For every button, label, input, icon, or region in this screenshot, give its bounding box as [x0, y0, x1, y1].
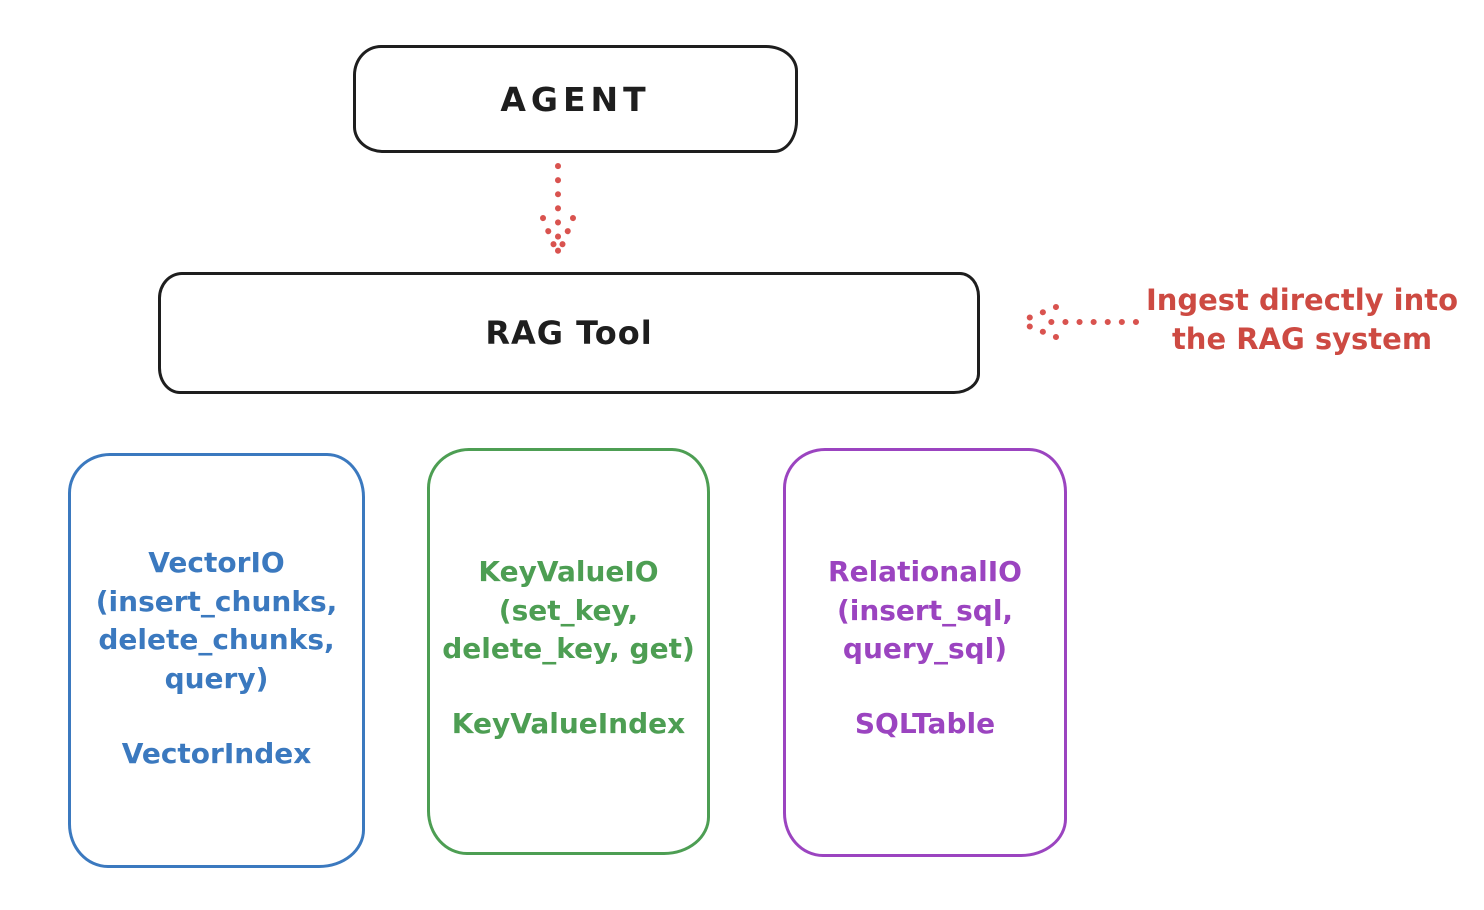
sql-table-label: SQLTable [854, 706, 996, 740]
vector-io-line: VectorIO [148, 546, 285, 579]
agent-box: AGENT [353, 45, 798, 153]
rag-tool-box: RAG Tool [158, 272, 980, 394]
rag-tool-label: RAG Tool [485, 314, 653, 352]
vector-index-label: VectorIndex [121, 736, 312, 770]
ingest-annotation: Ingest directly into the RAG system [1142, 281, 1462, 359]
ingest-annotation-line1: Ingest directly into [1145, 283, 1459, 317]
vector-io-box: VectorIO (insert_chunks, delete_chunks, … [68, 453, 365, 868]
vector-io-line: delete_chunks, [98, 623, 335, 657]
relational-io-line: query_sql) [842, 632, 1008, 666]
dotted-left-arrow-icon [1018, 304, 1139, 340]
keyvalue-io-box: KeyValueIO (set_key, delete_key, get) Ke… [427, 448, 710, 855]
vector-io-line: (insert_chunks, [95, 584, 338, 618]
keyvalue-index-label: KeyValueIndex [451, 706, 686, 740]
agent-label: AGENT [500, 79, 651, 119]
keyvalue-io-line: delete_key, get) [442, 632, 695, 666]
keyvalue-io-line: (set_key, [498, 593, 639, 627]
keyvalue-io-line: KeyValueIO [478, 555, 659, 588]
dotted-down-arrow-icon [540, 163, 576, 256]
ingest-annotation-line2: the RAG system [1171, 322, 1433, 357]
relational-io-line: RelationalIO [828, 555, 1022, 588]
vector-io-line: query) [164, 661, 269, 695]
relational-io-box: RelationalIO (insert_sql, query_sql) SQL… [783, 448, 1067, 857]
relational-io-line: (insert_sql, [836, 593, 1014, 627]
